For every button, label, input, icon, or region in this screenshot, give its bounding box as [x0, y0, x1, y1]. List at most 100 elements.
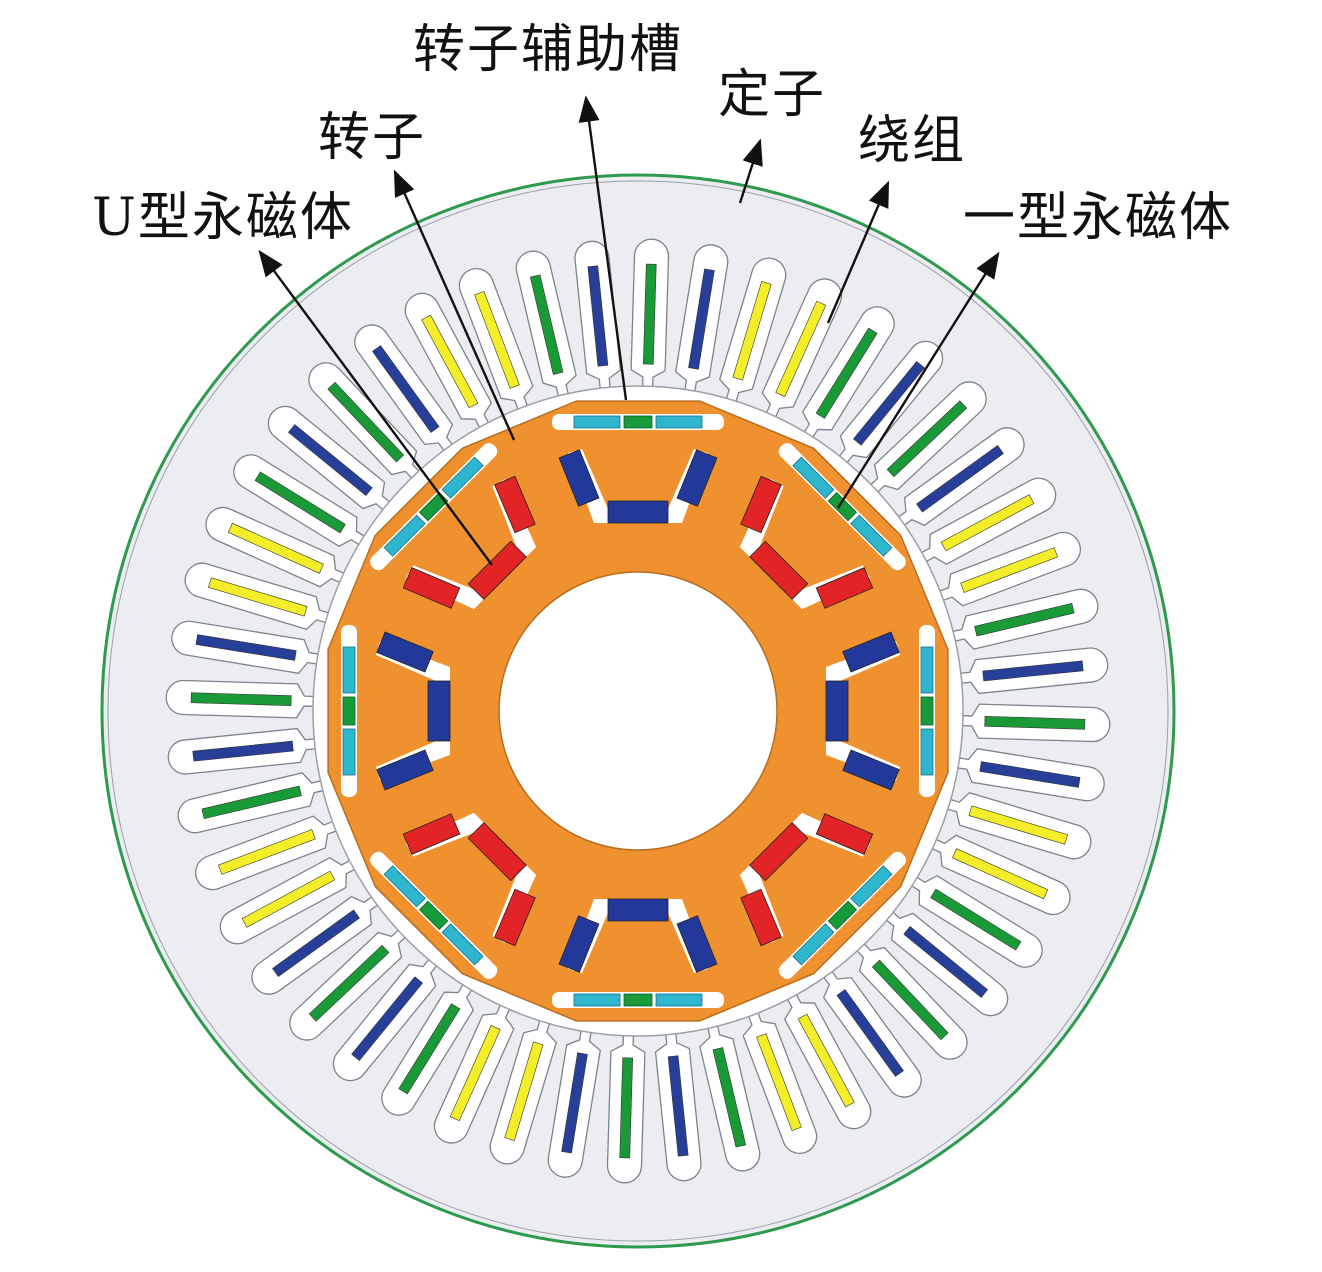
winding-coil — [979, 761, 1081, 788]
i-magnet-segment — [342, 646, 356, 694]
u-magnet-bottom — [427, 680, 451, 742]
rotor-poles — [341, 414, 935, 1008]
u-magnet-bottom — [607, 500, 669, 524]
rotor-aux-slot — [341, 582, 353, 599]
winding-coil — [587, 265, 609, 367]
u-magnet-barrier — [568, 449, 708, 523]
winding-coil — [561, 1052, 588, 1154]
windings — [190, 263, 1086, 1159]
i-magnet-segment — [623, 415, 653, 429]
rotor-aux-slots — [341, 414, 935, 1008]
winding-coil — [982, 660, 1084, 682]
winding-coil — [254, 471, 346, 534]
u-magnet-bottom — [749, 822, 809, 882]
label-u-magnet: U型永磁体 — [92, 188, 354, 248]
winding-coil — [195, 634, 297, 661]
winding-coil — [688, 268, 715, 370]
u-magnet-leg — [402, 567, 461, 609]
winding-coil — [903, 926, 988, 998]
winding-coil — [642, 263, 657, 365]
winding-coil — [217, 829, 316, 875]
i-magnet-segment — [573, 993, 621, 1007]
winding-coil — [952, 848, 1049, 900]
winding-coil — [474, 290, 520, 389]
i-magnet-segment — [655, 993, 703, 1007]
winding-coil — [984, 715, 1086, 730]
winding-coil — [797, 1013, 855, 1108]
rotor-pole — [370, 443, 537, 610]
winding-coil — [756, 1033, 802, 1132]
rotor-pole — [825, 625, 935, 797]
u-magnet-bottom — [467, 822, 527, 882]
u-magnet-leg — [815, 567, 874, 609]
rotor-aux-slot — [509, 996, 526, 1008]
i-magnet-segment — [792, 923, 835, 966]
rotor-pole — [341, 625, 451, 797]
winding-coil — [974, 602, 1075, 637]
rotor-aux-slot — [923, 582, 935, 599]
i-magnet-segment — [383, 514, 426, 557]
i-magnet-segment — [827, 900, 858, 931]
rotor-pole — [739, 812, 906, 979]
winding-coil — [815, 327, 878, 419]
u-magnet-leg — [676, 915, 718, 973]
winding-coil — [449, 1025, 501, 1122]
i-magnet-segment — [418, 900, 449, 931]
rotor-pole — [739, 443, 906, 610]
i-magnet-segment — [623, 993, 653, 1007]
winding-coil — [327, 381, 405, 463]
winding-coil — [871, 959, 949, 1041]
stator-outer-inner-line — [107, 180, 1169, 1242]
winding-coil — [241, 870, 336, 928]
winding-coil — [272, 909, 360, 977]
winding-coil — [421, 314, 479, 409]
u-magnet-leg — [402, 813, 461, 855]
rotor-aux-slot — [750, 414, 767, 426]
leader-rotor-aux-slot — [578, 95, 628, 401]
shaft-hole — [498, 571, 778, 851]
winding-coil — [775, 300, 827, 397]
winding-coil — [968, 805, 1068, 845]
winding-coil — [288, 424, 373, 496]
winding-coil — [227, 522, 324, 574]
winding-coil — [712, 1047, 747, 1148]
winding-coil — [192, 740, 294, 762]
i-magnet-segment — [342, 728, 356, 776]
i-magnet-segment — [920, 646, 934, 694]
i-magnet-segment — [383, 865, 426, 908]
i-magnet-segment — [920, 728, 934, 776]
rotor — [327, 400, 949, 1022]
u-magnet-leg — [558, 915, 600, 973]
label-winding: 绕组 — [858, 111, 966, 171]
i-magnet-segment — [850, 865, 893, 908]
u-magnet-leg — [815, 813, 874, 855]
i-magnet-segment — [827, 491, 858, 522]
u-magnet-leg — [376, 631, 434, 673]
winding-coil — [529, 274, 564, 375]
u-magnet-barrier — [826, 641, 900, 781]
u-magnet-leg — [376, 749, 434, 791]
winding-coil — [308, 944, 390, 1022]
i-magnet-segment — [920, 696, 934, 726]
winding-coil — [853, 361, 925, 446]
rotor-aux-slot — [509, 414, 526, 426]
u-magnet-leg — [558, 449, 600, 507]
winding-coil — [208, 577, 308, 617]
i-magnet-segment — [418, 491, 449, 522]
u-magnet-leg — [740, 475, 782, 534]
u-magnet-leg — [842, 631, 900, 673]
winding-coil — [398, 1003, 461, 1095]
leader-u-magnet — [258, 249, 493, 566]
label-rotor: 转子 — [318, 108, 426, 168]
u-magnet-bottom — [607, 898, 669, 922]
callouts: 转子辅助槽 定子 转子 绕组 U型永磁体 一型永磁体 — [92, 20, 1233, 566]
label-i-magnet: 一型永磁体 — [963, 188, 1233, 248]
u-magnet-leg — [842, 749, 900, 791]
winding-coil — [372, 345, 440, 433]
rotor-aux-slot — [750, 996, 767, 1008]
i-magnet-segment — [441, 923, 484, 966]
label-rotor-aux-slot: 转子辅助槽 — [413, 20, 683, 80]
label-stator: 定子 — [718, 65, 826, 125]
rotor-aux-slot — [341, 823, 353, 840]
